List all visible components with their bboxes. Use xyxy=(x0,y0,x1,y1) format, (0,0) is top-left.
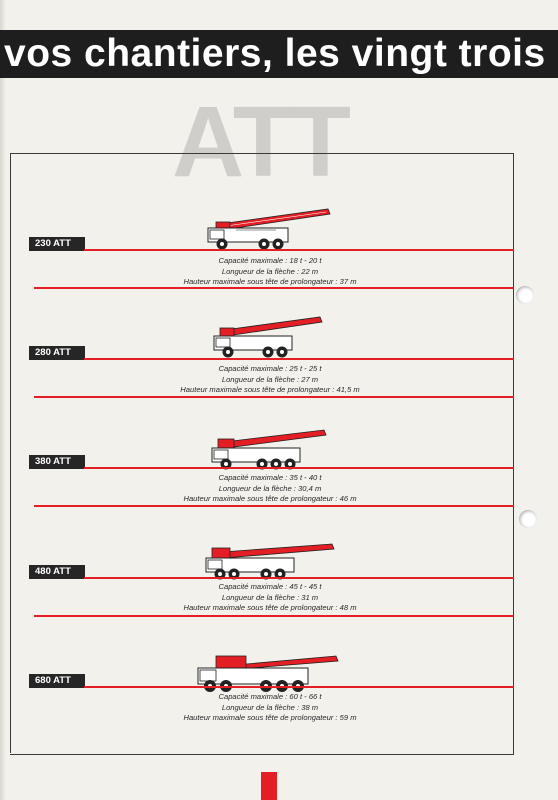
spec-boom-length: Longueur de la flèche : 30,4 m xyxy=(218,483,322,493)
spec-max-height: Hauteur maximale sous tête de prolongate… xyxy=(183,603,357,612)
content-frame xyxy=(10,153,514,755)
model-underline xyxy=(84,686,514,688)
model-label: 380 ATT xyxy=(29,455,85,469)
model-underline xyxy=(84,467,514,469)
model-label: 280 ATT xyxy=(29,346,85,360)
model-underline xyxy=(84,249,514,251)
row-divider xyxy=(34,396,514,398)
row-divider xyxy=(34,287,514,289)
model-specs: Capacité maximale : 25 t - 25 t Longueur… xyxy=(110,364,430,396)
crane-truck-icon xyxy=(213,316,323,358)
spec-max-height: Hauteur maximale sous tête de prolongate… xyxy=(183,713,357,722)
model-underline xyxy=(84,577,514,579)
spec-boom-length: Longueur de la flèche : 31 m xyxy=(221,592,319,602)
model-label: 230 ATT xyxy=(29,237,85,251)
spec-max-height: Hauteur maximale sous tête de prolongate… xyxy=(180,385,360,394)
spec-boom-length: Longueur de la flèche : 27 m xyxy=(221,374,319,384)
model-specs: Capacité maximale : 60 t - 66 t Longueur… xyxy=(110,692,430,724)
spec-boom-length: Longueur de la flèche : 22 m xyxy=(221,266,319,276)
model-underline xyxy=(84,358,514,360)
binder-hole xyxy=(516,286,534,304)
model-label: 680 ATT xyxy=(29,674,85,688)
model-label: 480 ATT xyxy=(29,565,85,579)
spec-capacity: Capacité maximale : 35 t - 40 t xyxy=(218,473,322,482)
spec-boom-length: Longueur de la flèche : 38 m xyxy=(221,702,319,712)
section-heading: ATT xyxy=(172,86,351,198)
spec-capacity: Capacité maximale : 45 t - 45 t xyxy=(218,582,322,591)
binder-hole xyxy=(519,510,537,528)
page-tab-marker xyxy=(261,772,277,800)
page-edge xyxy=(0,0,6,800)
model-specs: Capacité maximale : 35 t - 40 t Longueur… xyxy=(110,473,430,505)
model-specs: Capacité maximale : 18 t - 20 t Longueur… xyxy=(110,256,430,288)
row-divider xyxy=(34,505,514,507)
spec-max-height: Hauteur maximale sous tête de prolongate… xyxy=(183,277,357,286)
spec-capacity: Capacité maximale : 18 t - 20 t xyxy=(218,256,322,265)
row-divider xyxy=(34,615,514,617)
crane-truck-icon xyxy=(211,429,327,470)
frame-border-left xyxy=(10,153,11,753)
spec-max-height: Hauteur maximale sous tête de prolongate… xyxy=(183,494,357,503)
spec-capacity: Capacité maximale : 60 t - 66 t xyxy=(218,692,322,701)
model-specs: Capacité maximale : 45 t - 45 t Longueur… xyxy=(110,582,430,614)
title-band: vos chantiers, les vingt trois m xyxy=(0,30,558,78)
crane-truck-icon xyxy=(207,208,331,250)
page-title: vos chantiers, les vingt trois m xyxy=(4,32,558,75)
crane-truck-icon xyxy=(205,543,335,580)
spec-capacity: Capacité maximale : 25 t - 25 t xyxy=(218,364,322,373)
